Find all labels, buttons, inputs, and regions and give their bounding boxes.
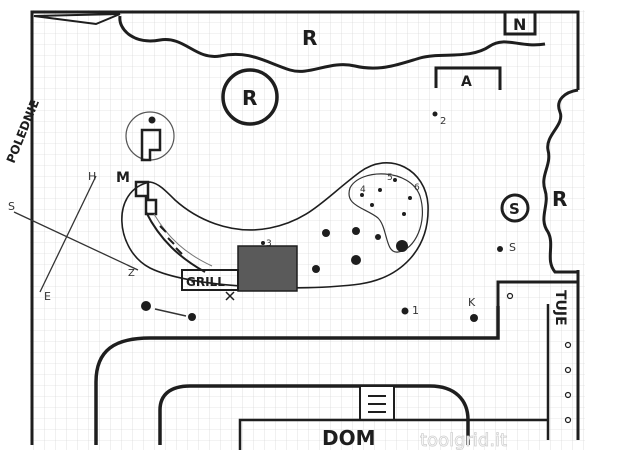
watermark: toolgrid.it — [420, 430, 507, 451]
axis-z-label: Z — [128, 268, 135, 279]
region-right-label: R — [552, 187, 567, 211]
point-2-label: 2 — [440, 116, 446, 127]
driveway-inner — [158, 384, 470, 445]
point-k-dot — [470, 314, 478, 322]
north-box: N — [503, 10, 537, 36]
house-label: DOM — [322, 426, 376, 450]
region-circle-label: R — [242, 86, 257, 110]
shrub-link — [154, 308, 187, 317]
s-circle: S — [500, 193, 530, 223]
area-a: A — [434, 66, 502, 90]
point-s-dot — [497, 246, 503, 252]
driveway-outer — [94, 306, 500, 445]
path-strip — [145, 211, 206, 273]
m-label: M — [116, 170, 130, 186]
path-strip-inner — [153, 213, 213, 267]
point-2-dot — [432, 111, 438, 117]
wavy-region-boundary-top — [118, 15, 546, 73]
path-stones — [159, 225, 183, 255]
top-left-wedge — [33, 13, 121, 26]
point-3-dot — [261, 241, 265, 245]
tuje-label: TUJE — [552, 290, 568, 326]
shrub-dots — [141, 227, 381, 321]
circle-region: R — [221, 68, 279, 126]
grill-label: GRILL — [186, 275, 225, 289]
graph-paper-grid — [30, 10, 585, 450]
point-4-label: 4 — [360, 185, 366, 195]
point-k-label: K — [468, 296, 476, 309]
circle-dot — [148, 116, 156, 124]
region-top-label: R — [302, 26, 317, 50]
point-s-label: S — [509, 241, 516, 254]
inner-bed-dots — [360, 178, 412, 216]
axis-e-label: E — [44, 290, 51, 303]
point-3-label: 3 — [266, 239, 272, 249]
point-5-label: 5 — [387, 173, 393, 183]
entrance-steps — [359, 385, 395, 421]
central-block — [237, 245, 298, 292]
garden-bed-outline — [121, 162, 429, 289]
tuje-border — [496, 280, 580, 440]
tuje-dots — [506, 292, 572, 424]
point-1-label: 1 — [412, 304, 419, 317]
grill: GRILL — [181, 269, 239, 291]
axis-s-label: S — [8, 200, 15, 213]
m-structure-bottom — [134, 180, 158, 216]
area-a-label: A — [461, 74, 472, 90]
point-6-label: 6 — [414, 183, 420, 193]
large-shrub-dot — [396, 240, 408, 252]
axis-cross — [13, 175, 139, 293]
axis-h-label: H — [88, 170, 96, 183]
wavy-region-boundary-right — [542, 88, 579, 274]
m-structure-top — [140, 128, 162, 162]
s-circle-label: S — [509, 200, 520, 218]
house-outline — [238, 418, 548, 450]
grill-x-mark — [225, 291, 235, 301]
point-1-dot — [401, 307, 409, 315]
compass-letter: N — [513, 15, 526, 34]
